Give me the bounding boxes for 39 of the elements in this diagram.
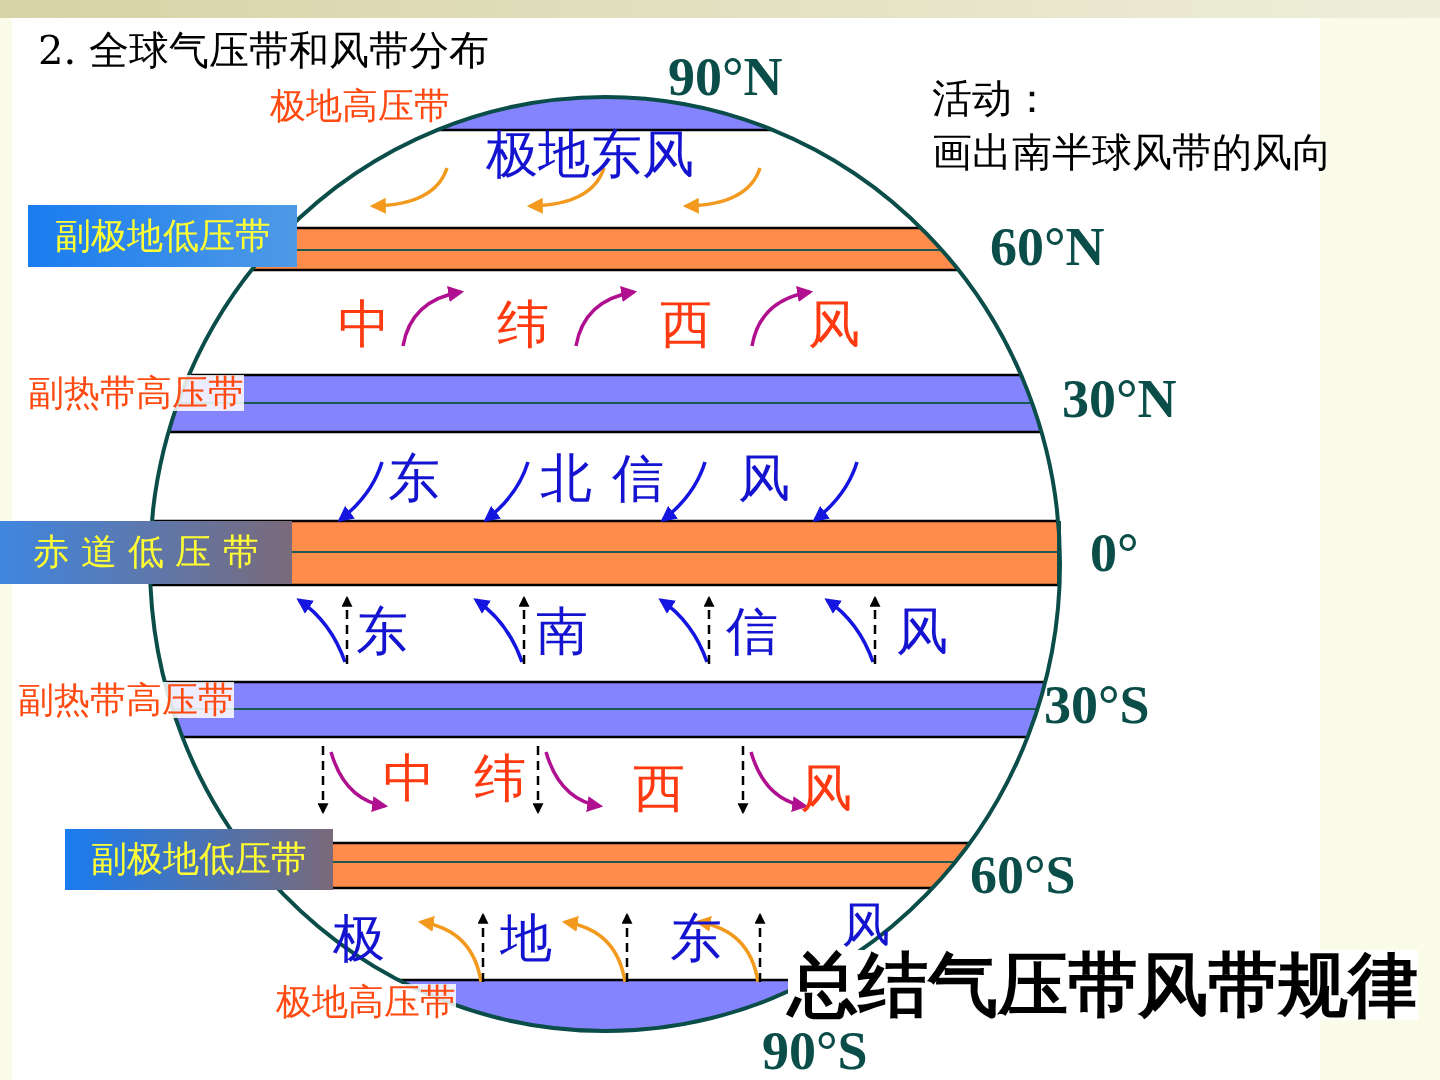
- label: 副热带高压带: [28, 375, 244, 411]
- label-box: 副极地低压带: [65, 829, 333, 890]
- label: 纬: [474, 752, 526, 804]
- label: 西: [633, 762, 685, 814]
- label: 风: [738, 452, 790, 504]
- label-box: 赤 道 低 压 带: [0, 521, 292, 584]
- label: 极地高压带: [276, 984, 456, 1020]
- label: 中: [338, 298, 390, 350]
- label: 东: [670, 912, 722, 964]
- label: 东: [356, 605, 408, 657]
- label: 极地高压带: [270, 88, 450, 124]
- label: 地: [500, 912, 552, 964]
- label: 信: [726, 605, 778, 657]
- label: 画出南半球风带的风向: [932, 132, 1332, 172]
- label: 西: [660, 298, 712, 350]
- title: 2. 全球气压带和风带分布: [38, 30, 489, 70]
- summary-heading: 总结气压带风带规律: [788, 950, 1418, 1020]
- latitude-label: 60°S: [970, 848, 1076, 902]
- label: 极: [333, 912, 385, 964]
- latitude-label: 30°S: [1044, 678, 1150, 732]
- latitude-label: 30°N: [1062, 372, 1177, 426]
- label: 风: [896, 605, 948, 657]
- label: 活动：: [932, 78, 1052, 118]
- label: 风: [842, 900, 890, 948]
- label: 副热带高压带: [18, 682, 234, 718]
- label: 信: [612, 452, 664, 504]
- label: 中: [383, 752, 435, 804]
- label: 风: [800, 762, 852, 814]
- latitude-label: 90°S: [762, 1024, 868, 1078]
- label: 极地东风: [486, 128, 694, 180]
- label: 东: [388, 452, 440, 504]
- latitude-label: 60°N: [990, 220, 1105, 274]
- label: 纬: [497, 298, 549, 350]
- label: 风: [808, 298, 860, 350]
- latitude-label: 90°N: [668, 50, 783, 104]
- label-box: 副极地低压带: [28, 205, 297, 267]
- label: 南: [536, 605, 588, 657]
- latitude-label: 0°: [1090, 526, 1139, 580]
- label: 北: [540, 452, 592, 504]
